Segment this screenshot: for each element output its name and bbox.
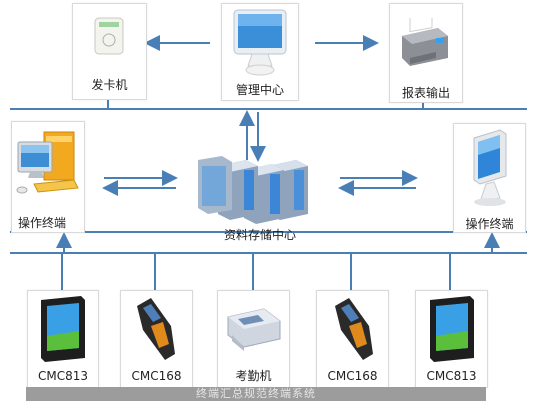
- card-issuer-label: 发卡机: [91, 78, 128, 92]
- upper-network-bus: [10, 108, 527, 110]
- right-terminal-node: 操作终端: [453, 123, 526, 233]
- report-output-label: 报表输出: [401, 86, 450, 100]
- left-terminal-node: 操作终端: [11, 121, 85, 233]
- data-storage-node: 资料存储中心: [190, 150, 330, 245]
- device-cmc813-right-label: CMC813: [426, 369, 477, 383]
- server-cluster-icon: [198, 156, 308, 224]
- left-terminal-label: 操作终端: [18, 216, 67, 230]
- card-issuer-node: 发卡机: [72, 3, 147, 100]
- device-cmc168-left-label: CMC168: [131, 369, 182, 383]
- management-center-label: 管理中心: [235, 83, 284, 97]
- device-cmc168-left: CMC168: [120, 290, 193, 388]
- tablet-icon: [430, 296, 474, 362]
- handheld-scanner-icon: [335, 298, 373, 360]
- handheld-scanner-icon: [137, 298, 175, 360]
- card-reader-icon: [94, 17, 124, 55]
- device-cmc813-left-label: CMC813: [37, 369, 88, 383]
- data-storage-label: 资料存储中心: [223, 228, 296, 242]
- right-terminal-label: 操作终端: [465, 217, 514, 231]
- device-attendance-label: 考勤机: [235, 369, 272, 383]
- device-cmc813-left: CMC813: [27, 290, 99, 388]
- middle-network-bus: [10, 231, 527, 233]
- device-cmc813-right: CMC813: [415, 290, 488, 388]
- device-cmc168-right-label: CMC168: [327, 369, 378, 383]
- device-cmc168-right: CMC168: [316, 290, 389, 388]
- device-attendance: 考勤机: [217, 290, 290, 388]
- computer-icon: [16, 131, 79, 194]
- footer-caption: 终端汇总规范终端系统: [26, 387, 486, 401]
- report-output-node: 报表输出: [389, 3, 463, 103]
- printer-icon: [402, 18, 448, 66]
- touch-terminal-icon: [473, 129, 507, 206]
- attendance-machine-icon: [227, 308, 281, 351]
- tablet-icon: [41, 296, 85, 362]
- management-center-node: 管理中心: [221, 3, 299, 101]
- lower-network-bus: [10, 252, 527, 254]
- imac-icon: [233, 9, 287, 76]
